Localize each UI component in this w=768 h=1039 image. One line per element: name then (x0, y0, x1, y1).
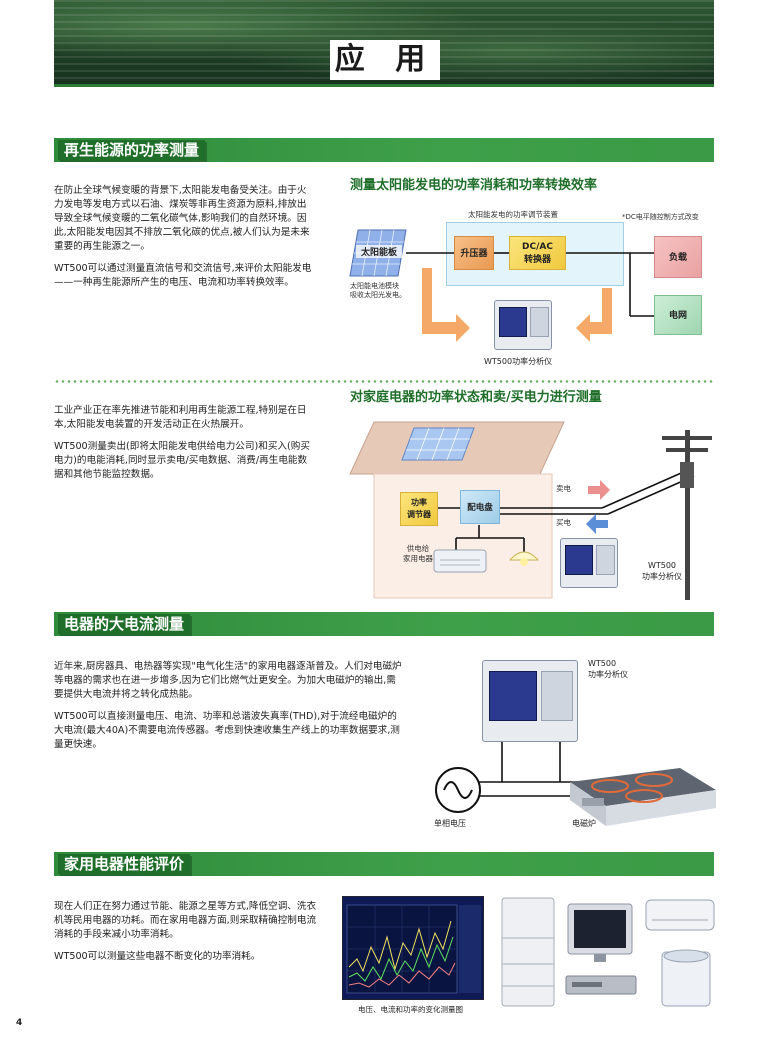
section-heading-label: 家用电器性能评价 (58, 854, 191, 874)
page-number: 4 (16, 1018, 23, 1028)
paragraph: 现在人们正在努力通过节能、能源之星等方式,降低空调、洗衣机等民用电器的功耗。而在… (54, 901, 317, 940)
boost-converter: 升压器 (454, 236, 494, 270)
wt500-analyzer-icon (494, 300, 552, 350)
header-rule (54, 84, 714, 87)
cooker-wiring (435, 742, 716, 826)
cooker-diagram: WT500 功率分析仪 单相电压 电磁炉 (420, 650, 720, 840)
diagram-title: 对家庭电器的功率状态和卖/买电力进行测量 (350, 390, 602, 405)
paragraph: WT500可以测量这些电器不断变化的功率消耗。 (54, 951, 261, 962)
analyzer-caption: WT500 功率分析仪 (588, 659, 628, 679)
paragraph: 工业产业正在率先推进节能和利用再生能源工程,特别是在日本,太阳能发电装置的开发活… (54, 405, 307, 430)
section-heading-large-current: 电器的大电流测量 (54, 612, 714, 636)
wiring (406, 252, 654, 342)
paragraph: 近年来,厨房器具、电热器等实现"电气化生活"的家用电器逐渐普及。人们对电磁炉等电… (54, 661, 402, 700)
appliances-illustration (501, 897, 715, 1007)
wt500-analyzer-icon (482, 660, 578, 742)
section-heading-label: 电器的大电流测量 (58, 614, 191, 634)
grid-box: 电网 (654, 295, 702, 335)
wt500-analyzer-icon (560, 538, 618, 588)
paragraph: WT500可以直接测量电压、电流、功率和总谐波失真率(THD),对于流经电磁炉的… (54, 711, 400, 750)
home-diagram: 功率 调节器 配电盘 供电给 家用电器 卖电 买电 WT500 功率分析仪 (344, 410, 714, 600)
trend-plot (346, 904, 481, 994)
load-box: 负载 (654, 236, 702, 278)
power-conditioner: 功率 调节器 (400, 492, 438, 526)
section-heading-renewable: 再生能源的功率测量 (54, 138, 714, 162)
measurement-screen (342, 896, 484, 1000)
paragraph: 在防止全球气候变暖的背景下,太阳能发电备受关注。由于火力发电等发电方式以石油、煤… (54, 185, 310, 252)
distribution-board: 配电盘 (460, 490, 500, 524)
solar-diagram: 太阳能发电的功率调节装置 *DC电平随控制方式改变 太阳能板 太阳能电池模块 吸… (344, 198, 714, 374)
paragraph: WT500测量卖出(即将太阳能发电供给电力公司)和买入(购买电力)的电能消耗,同… (54, 441, 310, 480)
cooker-label: 电磁炉 (572, 819, 596, 828)
solar-panel-label: 太阳能板 (356, 245, 402, 258)
pcs-label: 太阳能发电的功率调节装置 (468, 210, 558, 219)
buy-label: 买电 (556, 518, 571, 527)
sell-label: 卖电 (556, 484, 571, 493)
dotted-divider (54, 380, 714, 383)
section-heading-label: 再生能源的功率测量 (58, 140, 206, 160)
page-title: 应 用 (330, 40, 440, 80)
section-heading-appliance-eval: 家用电器性能评价 (54, 852, 714, 876)
diagram-title: 测量太阳能发电的功率消耗和功率转换效率 (350, 178, 598, 193)
chart-caption: 电压、电流和功率的变化测量图 (358, 1005, 463, 1014)
paragraph: WT500可以通过测量直流信号和交流信号,来评价太阳能发电——一种再生能源所产生… (54, 263, 312, 288)
analyzer-caption: WT500功率分析仪 (484, 357, 553, 366)
supply-label: 供电给 家用电器 (403, 544, 433, 563)
panel-note: 太阳能电池模块 吸收太阳光发电。 (350, 282, 406, 299)
analyzer-caption: WT500 功率分析仪 (642, 561, 682, 581)
source-label: 单相电压 (434, 819, 466, 828)
dcac-converter: DC/AC 转换器 (509, 236, 566, 270)
dc-note: *DC电平随控制方式改变 (622, 213, 699, 221)
